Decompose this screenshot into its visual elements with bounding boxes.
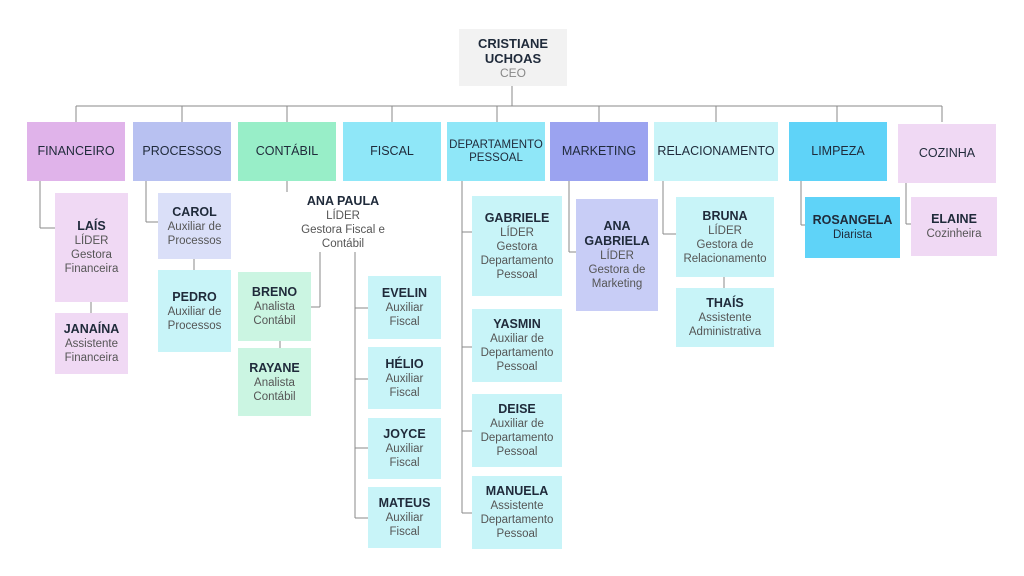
dept-label: MARKETING bbox=[561, 144, 637, 158]
dept-label: RELACIONAMENTO bbox=[657, 144, 775, 158]
member-role: Assistente Administrativa bbox=[688, 312, 762, 338]
member-role: Gestora de Relacionamento bbox=[683, 238, 767, 265]
dept-limpeza: LIMPEZA bbox=[789, 122, 887, 181]
member-name: YASMIN bbox=[493, 317, 541, 331]
dept-marketing: MARKETING bbox=[550, 122, 648, 181]
member-name: PEDRO bbox=[172, 289, 217, 304]
member-name: HÉLIO bbox=[385, 356, 424, 371]
member-name: ROSANGELA bbox=[812, 213, 893, 227]
member-mateus: MATEUS Auxiliar Fiscal bbox=[368, 487, 441, 548]
dept-financeiro: FINANCEIRO bbox=[27, 122, 125, 181]
dept-label: FISCAL bbox=[370, 144, 414, 158]
member-name: GABRIELE bbox=[484, 210, 550, 225]
member-role: Assistente Financeira bbox=[64, 338, 119, 364]
member-role: Gestora Fiscal e Contábil bbox=[301, 223, 385, 250]
member-name: JANAÍNA bbox=[63, 322, 120, 336]
member-ana-paula: ANA PAULA LÍDER Gestora Fiscal e Contábi… bbox=[297, 192, 389, 252]
ceo-name: CRISTIANE UCHOAS bbox=[477, 35, 549, 66]
member-role: Analista Contábil bbox=[253, 376, 296, 403]
dept-processos: PROCESSOS bbox=[133, 122, 231, 181]
member-breno: BRENO Analista Contábil bbox=[238, 272, 311, 341]
member-gabriele: GABRIELE LÍDER Gestora Departamento Pess… bbox=[472, 196, 562, 296]
member-elaine: ELAINE Cozinheira bbox=[911, 197, 997, 256]
member-name: MATEUS bbox=[378, 496, 431, 510]
member-name: DEISE bbox=[498, 402, 536, 416]
member-role: Assistente Departamento Pessoal bbox=[480, 500, 554, 540]
member-role: Auxiliar Fiscal bbox=[385, 302, 424, 328]
dept-contabil: CONTÁBIL bbox=[238, 122, 336, 181]
member-name: BRUNA bbox=[702, 208, 748, 223]
member-role: LÍDER bbox=[600, 250, 634, 262]
member-rosangela: ROSANGELA Diarista bbox=[805, 197, 900, 258]
member-role: LÍDER bbox=[74, 235, 109, 247]
ceo-box: CRISTIANE UCHOAS CEO bbox=[459, 29, 567, 86]
dept-label: PROCESSOS bbox=[142, 144, 222, 158]
member-role: Analista Contábil bbox=[253, 301, 296, 327]
member-janaina: JANAÍNA Assistente Financeira bbox=[55, 313, 128, 374]
member-role: Auxiliar de Departamento Pessoal bbox=[480, 333, 554, 373]
member-rayane: RAYANE Analista Contábil bbox=[238, 348, 311, 416]
member-role: Auxiliar Fiscal bbox=[385, 512, 424, 538]
dept-departamento-pessoal: DEPARTAMENTO PESSOAL bbox=[447, 122, 545, 181]
member-carol: CAROL Auxiliar de Processos bbox=[158, 193, 231, 259]
member-role: Gestora de Marketing bbox=[588, 264, 646, 290]
member-role: Auxiliar Fiscal bbox=[385, 443, 424, 469]
member-name: JOYCE bbox=[383, 427, 426, 441]
ceo-role: CEO bbox=[499, 65, 526, 80]
member-role: Auxiliar de Processos bbox=[167, 220, 222, 247]
member-helio: HÉLIO Auxiliar Fiscal bbox=[368, 347, 441, 409]
member-name: EVELIN bbox=[381, 286, 428, 300]
member-role: LÍDER bbox=[708, 224, 742, 237]
dept-cozinha: COZINHA bbox=[898, 124, 996, 183]
dept-label: COZINHA bbox=[918, 146, 976, 160]
member-name: ANA PAULA bbox=[306, 193, 380, 208]
member-name: ANA GABRIELA bbox=[584, 219, 650, 248]
member-role: LÍDER bbox=[326, 209, 360, 222]
member-role: Auxiliar Fiscal bbox=[385, 372, 424, 399]
member-lais: LAÍS LÍDER Gestora Financeira bbox=[55, 193, 128, 302]
member-role: Diarista bbox=[833, 229, 872, 241]
member-evelin: EVELIN Auxiliar Fiscal bbox=[368, 276, 441, 339]
dept-relacionamento: RELACIONAMENTO bbox=[654, 122, 778, 181]
member-ana-gabriela: ANA GABRIELA LÍDER Gestora de Marketing bbox=[576, 199, 658, 311]
member-manuela: MANUELA Assistente Departamento Pessoal bbox=[472, 476, 562, 549]
member-role: Gestora Departamento Pessoal bbox=[480, 240, 554, 281]
member-name: BRENO bbox=[251, 285, 298, 299]
dept-label: CONTÁBIL bbox=[255, 144, 319, 158]
member-role: Gestora Financeira bbox=[64, 249, 119, 275]
member-bruna: BRUNA LÍDER Gestora de Relacionamento bbox=[676, 197, 774, 277]
member-name: LAÍS bbox=[77, 219, 106, 233]
member-name: ELAINE bbox=[931, 212, 977, 226]
member-name: CAROL bbox=[172, 204, 217, 219]
member-pedro: PEDRO Auxiliar de Processos bbox=[158, 270, 231, 352]
member-deise: DEISE Auxiliar de Departamento Pessoal bbox=[472, 394, 562, 467]
member-name: RAYANE bbox=[249, 360, 300, 375]
dept-label: FINANCEIRO bbox=[37, 144, 115, 158]
member-name: MANUELA bbox=[485, 484, 549, 498]
dept-label: DEPARTAMENTO PESSOAL bbox=[449, 138, 543, 164]
member-thais: THAÍS Assistente Administrativa bbox=[676, 288, 774, 347]
member-role: Cozinheira bbox=[926, 228, 982, 240]
member-yasmin: YASMIN Auxiliar de Departamento Pessoal bbox=[472, 309, 562, 382]
dept-label: LIMPEZA bbox=[811, 144, 865, 158]
member-joyce: JOYCE Auxiliar Fiscal bbox=[368, 418, 441, 479]
member-role: Auxiliar de Processos bbox=[167, 305, 222, 332]
member-role: LÍDER bbox=[500, 226, 534, 239]
dept-fiscal: FISCAL bbox=[343, 122, 441, 181]
member-role: Auxiliar de Departamento Pessoal bbox=[480, 418, 554, 458]
member-name: THAÍS bbox=[706, 296, 744, 310]
